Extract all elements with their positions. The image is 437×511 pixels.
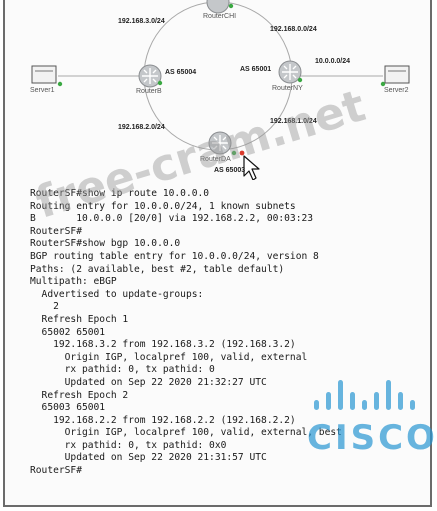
as-label-left: AS 65004 <box>165 69 197 76</box>
subnet-label-right: 10.0.0.0/24 <box>315 58 351 65</box>
cli-line: RouterSF#show ip route 10.0.0.0 <box>30 188 210 199</box>
cli-line: Multipath: eBGP <box>30 276 117 288</box>
subnet-label-bottom-right: 192.168.1.0/24 <box>270 118 317 125</box>
mouse-cursor-icon <box>243 155 260 181</box>
cli-line: rx pathid: 0, tx pathid: 0x0 <box>30 439 227 451</box>
cli-line: RouterSF# <box>30 465 82 477</box>
router-icon-left[interactable] <box>138 64 163 88</box>
cli-line: Updated on Sep 22 2020 21:32:27 UTC <box>30 376 267 388</box>
network-topology: 192.168.3.0/24 192.168.0.0/24 10.0.0.0/2… <box>0 0 437 181</box>
server-icon-left[interactable] <box>31 65 63 87</box>
device-label-right-router: RouterNY <box>272 85 303 92</box>
cli-line: 65003 65001 <box>30 402 106 414</box>
router-icon-right[interactable] <box>278 60 303 84</box>
cli-line: 192.168.3.2 from 192.168.3.2 (192.168.3.… <box>30 339 296 351</box>
cli-line: B 10.0.0.0 [20/0] via 192.168.2.2, 00:03… <box>30 213 314 225</box>
cli-line: Origin IGP, localpref 100, valid, extern… <box>30 351 308 363</box>
server-icon-right[interactable] <box>380 65 410 87</box>
cli-line: RouterSF#show bgp 10.0.0.0 <box>30 238 181 250</box>
cli-line: 192.168.2.2 from 192.168.2.2 (192.168.2.… <box>30 414 296 426</box>
as-label-right: AS 65001 <box>240 66 272 73</box>
cli-line: 65002 65001 <box>30 326 106 338</box>
cli-line: Updated on Sep 22 2020 21:31:57 UTC <box>30 452 267 464</box>
cli-line: rx pathid: 0, tx pathid: 0 <box>30 364 215 376</box>
cli-line: Refresh Epoch 1 <box>30 313 129 325</box>
device-label-top-router: RouterCHI <box>203 13 237 20</box>
device-label-server-right: Server2 <box>384 87 409 94</box>
device-label-left-router: RouterB <box>136 88 162 95</box>
router-icon-top[interactable] <box>206 0 234 14</box>
cli-line: Paths: (2 available, best #2, table defa… <box>30 263 285 275</box>
cisco-logo-icon <box>314 380 415 410</box>
subnet-label-top-right: 192.168.0.0/24 <box>270 26 317 33</box>
subnet-label-top-left: 192.168.3.0/24 <box>118 18 165 25</box>
topology-diagram <box>31 0 410 181</box>
cli-line: Advertised to update-groups: <box>30 288 204 300</box>
cli-line: Routing entry for 10.0.0.0/24, 1 known s… <box>30 200 296 212</box>
cli-line: 2 <box>30 301 59 313</box>
cisco-logo-text: CISCO <box>307 418 437 458</box>
as-label-bottom: AS 65003 <box>214 167 246 174</box>
cli-line: Origin IGP, localpref 100, valid, extern… <box>30 427 342 439</box>
cli-line: Refresh Epoch 2 <box>30 389 129 401</box>
cli-line: BGP routing table entry for 10.0.0.0/24,… <box>30 250 319 262</box>
cli-line: RouterSF# <box>30 225 82 237</box>
device-label-bottom-router: RouterDA <box>200 156 231 163</box>
exhibit-frame <box>3 0 432 507</box>
device-label-server-left: Server1 <box>30 87 55 94</box>
subnet-label-bottom-left: 192.168.2.0/24 <box>118 124 165 131</box>
router-icon-bottom[interactable] <box>208 131 245 156</box>
